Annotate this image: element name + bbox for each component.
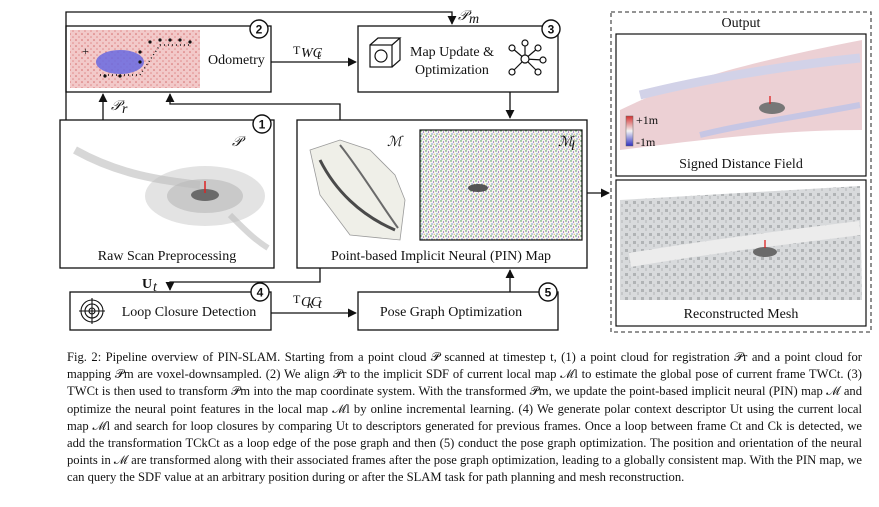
- pin-local-vehicle: [468, 184, 488, 192]
- cube-icon: [369, 37, 402, 68]
- sdf-scale-bottom: -1m: [636, 135, 656, 149]
- pin-local-map: [419, 129, 583, 241]
- svg-text:k: k: [307, 297, 314, 312]
- odometry-blue-region: [96, 50, 144, 74]
- svg-text:WC: WC: [301, 46, 323, 61]
- loop-closure-step-number: 4: [257, 286, 264, 300]
- edge-label-pm: 𝒫 m: [458, 9, 479, 27]
- svg-text:t: t: [153, 280, 158, 295]
- map-update-step-badge: [541, 19, 561, 39]
- map-update-label-line1: Map Update &: [410, 45, 494, 60]
- odometry-step-badge: [249, 19, 269, 39]
- mesh-visualization: [620, 186, 862, 300]
- edge-label-ut: U t: [142, 277, 158, 295]
- svg-text:ℳ: ℳ: [558, 135, 575, 150]
- sdf-label: Signed Distance Field: [679, 157, 803, 172]
- raw-scan-step-number: 1: [259, 118, 266, 132]
- svg-text:U: U: [142, 277, 152, 292]
- svg-text:T: T: [293, 43, 301, 57]
- edge-ut: [165, 268, 321, 291]
- raw-scan-step-badge: [252, 114, 272, 134]
- svg-text:m: m: [469, 12, 479, 27]
- raw-scan-pointcloud: [73, 146, 270, 251]
- odometry-step-number: 2: [256, 23, 263, 37]
- svg-text:C: C: [311, 295, 321, 310]
- svg-text:r: r: [122, 102, 128, 117]
- sdf-scale-top: +1m: [636, 113, 659, 127]
- output-dashed-frame: [610, 11, 872, 333]
- pipeline-figure: + Odometry 2 Map Update & Optimization 3…: [59, 9, 872, 333]
- raw-scan-label: Raw Scan Preprocessing: [98, 249, 236, 264]
- edge-pin-to-odometry: [165, 93, 341, 120]
- pin-global-symbol: ℳ: [387, 135, 404, 150]
- network-graph-icon: [508, 39, 547, 76]
- map-update-label-line2: Optimization: [415, 63, 489, 78]
- output-title: Output: [722, 16, 761, 31]
- edge-pm: [65, 11, 457, 120]
- pose-graph-label: Pose Graph Optimization: [380, 305, 522, 320]
- edge-label-pr: 𝒫 r: [111, 99, 128, 117]
- mesh-label: Reconstructed Mesh: [684, 307, 799, 322]
- svg-text:C: C: [301, 295, 311, 310]
- edge-label-tckct: T C k C t: [293, 292, 323, 312]
- figure-caption: Fig. 2: Pipeline overview of PIN-SLAM. S…: [67, 350, 862, 485]
- odometry-label: Odometry: [208, 53, 265, 68]
- loop-closure-step-badge: [250, 282, 270, 302]
- svg-text:T: T: [293, 292, 301, 306]
- svg-text:l: l: [571, 139, 575, 154]
- svg-text:t: t: [318, 297, 323, 312]
- odometry-plus-marker: +: [82, 44, 89, 58]
- pin-map-label: Point-based Implicit Neural (PIN) Map: [331, 249, 551, 264]
- pin-local-symbol: ℳ l: [558, 135, 575, 154]
- svg-text:t: t: [317, 48, 322, 63]
- map-update-step-number: 3: [548, 23, 555, 37]
- pin-global-map: [309, 139, 406, 241]
- pose-graph-step-number: 5: [545, 286, 552, 300]
- pose-graph-step-badge: [538, 282, 558, 302]
- sdf-colorbar: [625, 115, 634, 147]
- loop-closure-label: Loop Closure Detection: [122, 305, 257, 320]
- pose-graph-box: [357, 291, 559, 331]
- edge-label-twc: T WC t: [293, 43, 323, 63]
- target-icon: [79, 298, 105, 324]
- sdf-visualization: [620, 40, 862, 150]
